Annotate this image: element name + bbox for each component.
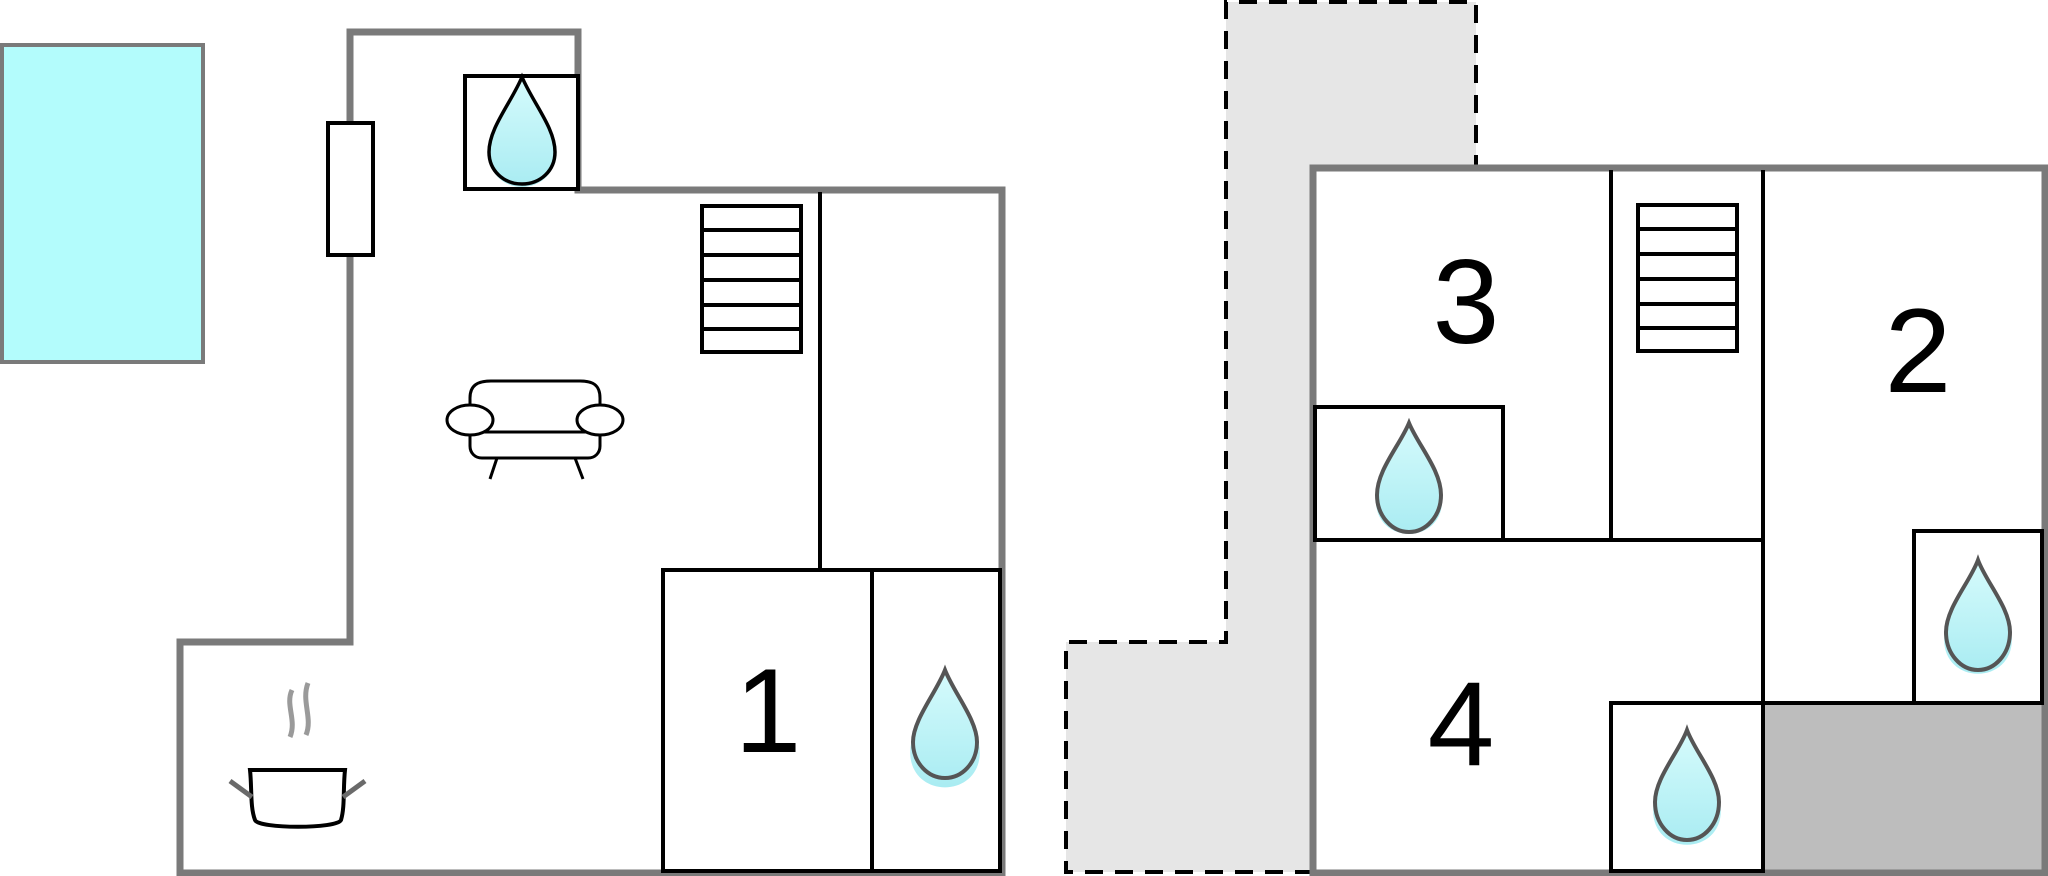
water-drop-icon xyxy=(1912,529,2044,705)
room-2-label: 2 xyxy=(1885,284,1952,418)
room-1 xyxy=(661,568,874,873)
room-4-label: 4 xyxy=(1428,657,1495,791)
stairs-icon xyxy=(700,204,803,354)
room-3-label: 3 xyxy=(1433,235,1500,369)
window-icon xyxy=(326,121,375,257)
water-drop-icon xyxy=(870,568,1002,873)
water-drop-icon xyxy=(463,72,580,191)
shaded-area xyxy=(1765,703,2043,873)
stairs-icon xyxy=(1636,203,1739,353)
terrace-area xyxy=(1066,2,1476,872)
cooking-pot-icon xyxy=(228,682,367,829)
right-building: 3 2 4 xyxy=(1064,0,2048,876)
water-drop-icon xyxy=(1313,405,1505,542)
left-building: 1 xyxy=(0,28,1006,876)
outer-wall-right-building xyxy=(1309,164,2048,876)
room-1-label: 1 xyxy=(735,644,802,778)
water-drop-icon xyxy=(1609,701,1765,873)
sofa-icon xyxy=(445,379,625,480)
pool-icon xyxy=(0,43,205,364)
terrace-dashed-outline xyxy=(1064,0,1478,874)
